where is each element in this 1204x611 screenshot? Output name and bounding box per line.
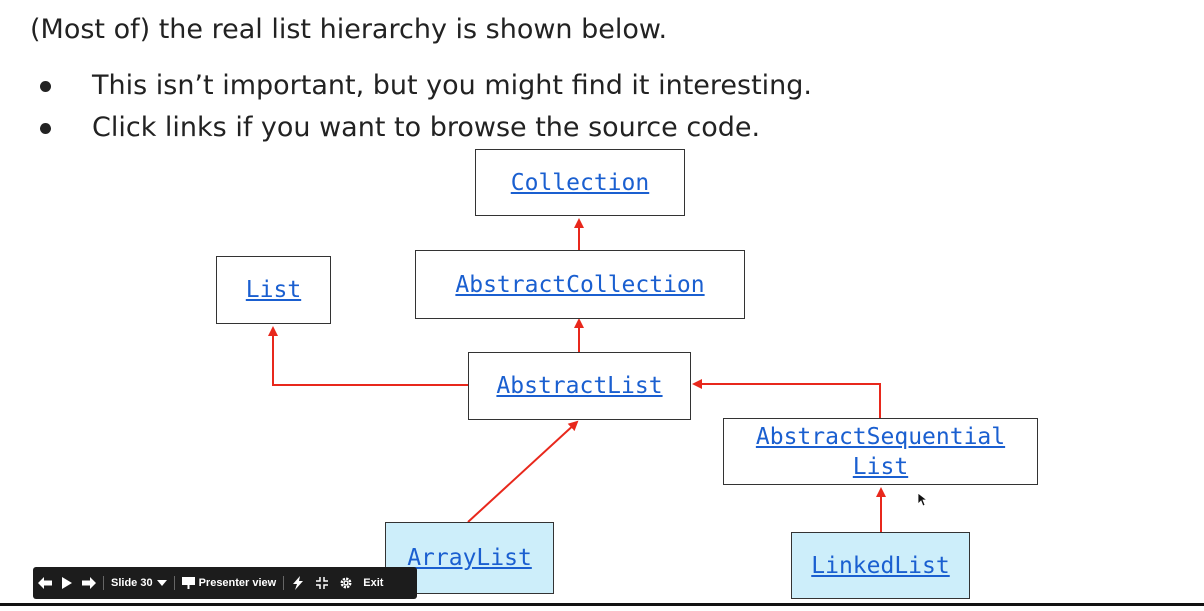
link-collection[interactable]: Collection [510,169,650,196]
play-button[interactable] [57,567,77,599]
arrow-left-icon [38,577,52,589]
settings-button[interactable] [334,567,358,599]
bullet-list: This isn’t important, but you might find… [40,68,812,152]
slide-heading: (Most of) the real list hierarchy is sho… [30,14,668,45]
exit-button[interactable]: Exit [358,567,388,599]
presenter-view-label: Presenter view [198,577,277,589]
presenter-icon [181,577,195,589]
arrow-abstractsequentiallist-to-abstractlist [692,379,881,418]
bullet-text: This isn’t important, but you might find… [92,70,813,101]
exit-label: Exit [363,577,384,589]
previous-slide-button[interactable] [33,567,57,599]
chevron-down-icon [156,580,167,586]
link-abstractsequentiallist-line1: AbstractSequential [755,423,1006,450]
play-icon [62,577,72,589]
bullet-dot-icon [40,123,51,134]
link-arraylist[interactable]: ArrayList [407,545,532,571]
link-abstractlist[interactable]: AbstractList [496,373,663,399]
toolbar-separator [173,576,175,590]
link-abstractsequentiallist-line2: List [852,453,909,480]
arrow-abstractlist-to-list [268,326,468,386]
gear-icon [340,577,352,589]
bullet-item: Click links if you want to browse the so… [40,110,812,152]
toolbar-separator [283,576,285,590]
arrow-arraylist-to-abstractlist [467,420,579,523]
node-list: List [216,256,331,324]
fullscreen-button[interactable] [310,567,334,599]
node-abstractcollection: AbstractCollection [415,250,745,319]
arrow-right-icon [82,577,96,589]
slide-number-label: Slide 30 [111,577,153,589]
laser-icon [293,576,304,590]
node-collection: Collection [475,149,685,216]
bullet-item: This isn’t important, but you might find… [40,68,812,110]
toolbar-separator [103,576,104,590]
presenter-view-button[interactable]: Presenter view [177,567,282,599]
presentation-toolbar: Slide 30 Presenter view Exit [33,567,417,599]
slide-selector[interactable]: Slide 30 [106,567,172,599]
next-slide-button[interactable] [77,567,101,599]
laser-pointer-button[interactable] [286,567,310,599]
bullet-dot-icon [40,81,51,92]
link-abstractcollection[interactable]: AbstractCollection [455,271,705,298]
node-linkedlist: LinkedList [791,532,970,599]
bottom-border [0,603,1204,606]
link-linkedlist[interactable]: LinkedList [811,552,950,579]
link-list[interactable]: List [245,277,302,303]
fullscreen-icon [316,577,329,589]
node-abstractlist: AbstractList [468,352,691,420]
bullet-text: Click links if you want to browse the so… [92,112,761,143]
mouse-cursor-icon [917,492,929,507]
